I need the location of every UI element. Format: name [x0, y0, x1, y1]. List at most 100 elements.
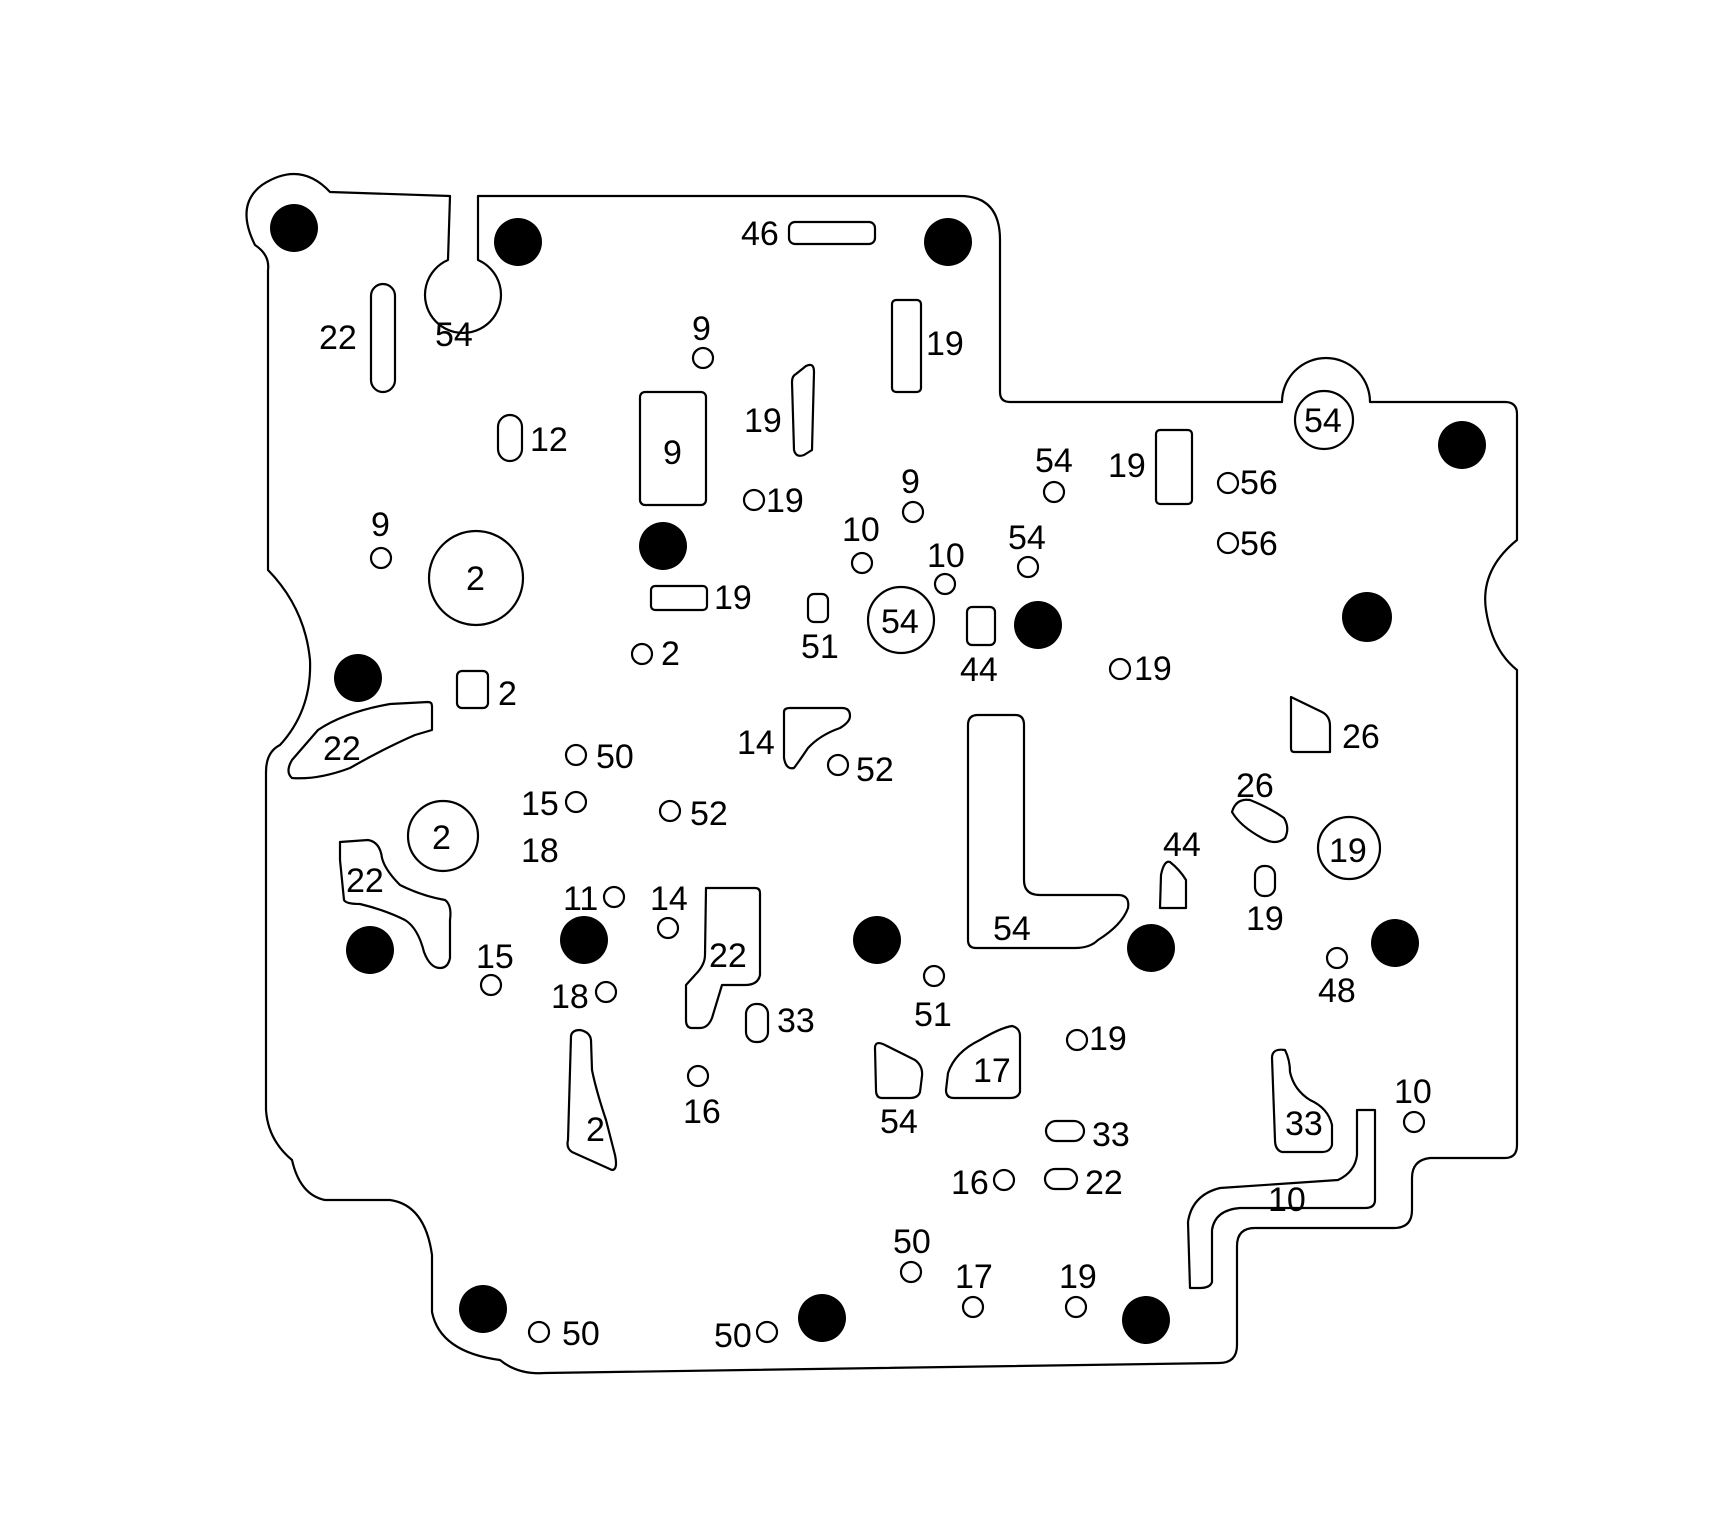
callout-10: 10: [927, 537, 965, 575]
callout-15: 15: [476, 938, 514, 976]
bolt-hole: [1014, 601, 1062, 649]
port-hole: [1325, 946, 1349, 970]
bolt-hole: [270, 204, 318, 252]
port-slot: [1186, 1108, 1377, 1290]
callout-46: 46: [741, 215, 779, 253]
port-hole: [1065, 1028, 1089, 1052]
callout-19: 19: [1329, 832, 1367, 870]
callout-19: 19: [926, 325, 964, 363]
bolt-hole: [924, 218, 972, 266]
port-hole: [1064, 1295, 1088, 1319]
callout-19: 19: [1089, 1020, 1127, 1058]
callout-33: 33: [1092, 1116, 1130, 1154]
callout-19: 19: [1108, 447, 1146, 485]
callout-50: 50: [714, 1317, 752, 1355]
port-slot: [566, 1028, 618, 1172]
callout-17: 17: [973, 1052, 1011, 1090]
port-slot: [782, 706, 852, 770]
port-hole: [1216, 471, 1240, 495]
callout-26: 26: [1236, 767, 1274, 805]
bolt-hole: [1127, 924, 1175, 972]
callout-22: 22: [323, 730, 361, 768]
port-slot: [1289, 695, 1332, 754]
port-hole: [658, 799, 682, 823]
port-hole: [564, 743, 588, 767]
port-hole: [1016, 555, 1040, 579]
port-hole: [1216, 531, 1240, 555]
callout-50: 50: [596, 738, 634, 776]
callout-17: 17: [955, 1258, 993, 1296]
callout-52: 52: [690, 795, 728, 833]
callout-9: 9: [901, 463, 920, 501]
port-slot: [790, 363, 816, 457]
callout-19: 19: [1246, 900, 1284, 938]
port-hole: [594, 980, 618, 1004]
bolt-hole: [798, 1294, 846, 1342]
callout-9: 9: [692, 310, 711, 348]
port-slot: [1230, 798, 1289, 844]
callout-54: 54: [880, 1103, 918, 1141]
port-hole: [961, 1295, 985, 1319]
port-slot: [873, 1041, 924, 1100]
port-hole: [527, 1320, 551, 1344]
callout-48: 48: [1318, 972, 1356, 1010]
port-hole: [1402, 1110, 1426, 1134]
callout-10: 10: [1394, 1073, 1432, 1111]
port-slot: [944, 1024, 1022, 1100]
port-hole: [686, 1064, 710, 1088]
port-slot: [744, 1002, 770, 1044]
port-hole: [630, 642, 654, 666]
bolt-hole: [560, 916, 608, 964]
callout-52: 52: [856, 751, 894, 789]
port-slot: [890, 298, 923, 394]
port-hole: [899, 1260, 923, 1284]
callout-56: 56: [1240, 464, 1278, 502]
port-hole: [1042, 480, 1066, 504]
callout-56: 56: [1240, 525, 1278, 563]
port-hole: [901, 500, 925, 524]
bolt-hole: [853, 916, 901, 964]
callout-51: 51: [801, 628, 839, 666]
callout-54: 54: [881, 603, 919, 641]
callout-15: 15: [521, 785, 559, 823]
port-hole: [1316, 815, 1382, 881]
bolt-hole: [639, 522, 687, 570]
callout-54: 54: [993, 910, 1031, 948]
callout-2: 2: [586, 1111, 605, 1149]
bolt-hole: [1438, 421, 1486, 469]
bolt-hole: [346, 926, 394, 974]
callout-54: 54: [1008, 519, 1046, 557]
port-slot: [1043, 1167, 1079, 1191]
callout-16: 16: [951, 1164, 989, 1202]
port-slot: [1044, 1119, 1086, 1143]
callout-44: 44: [1163, 826, 1201, 864]
port-slot: [806, 592, 830, 624]
callout-54: 54: [435, 316, 473, 354]
port-hole: [369, 546, 393, 570]
port-hole: [933, 572, 957, 596]
callout-19: 19: [744, 402, 782, 440]
port-hole: [691, 346, 715, 370]
port-slot: [649, 584, 709, 612]
port-slot: [1158, 860, 1188, 910]
callout-2: 2: [466, 560, 485, 598]
callout-labels: 46 54 22 19 9 19 9 12 54 54 19 56 19 9 9…: [319, 215, 1432, 1355]
port-slot: [787, 220, 877, 246]
port-hole: [479, 973, 503, 997]
bolt-hole: [494, 218, 542, 266]
callout-12: 12: [530, 421, 568, 459]
port-hole: [1108, 657, 1132, 681]
callout-33: 33: [777, 1002, 815, 1040]
port-hole: [427, 529, 525, 627]
callout-10: 10: [1268, 1181, 1306, 1219]
port-slot: [287, 700, 434, 780]
callout-19: 19: [766, 482, 804, 520]
bolt-hole: [334, 654, 382, 702]
port-hole: [755, 1320, 779, 1344]
callout-22: 22: [319, 319, 357, 357]
port-hole: [742, 488, 766, 512]
callout-51: 51: [914, 996, 952, 1034]
port-hole: [656, 916, 680, 940]
